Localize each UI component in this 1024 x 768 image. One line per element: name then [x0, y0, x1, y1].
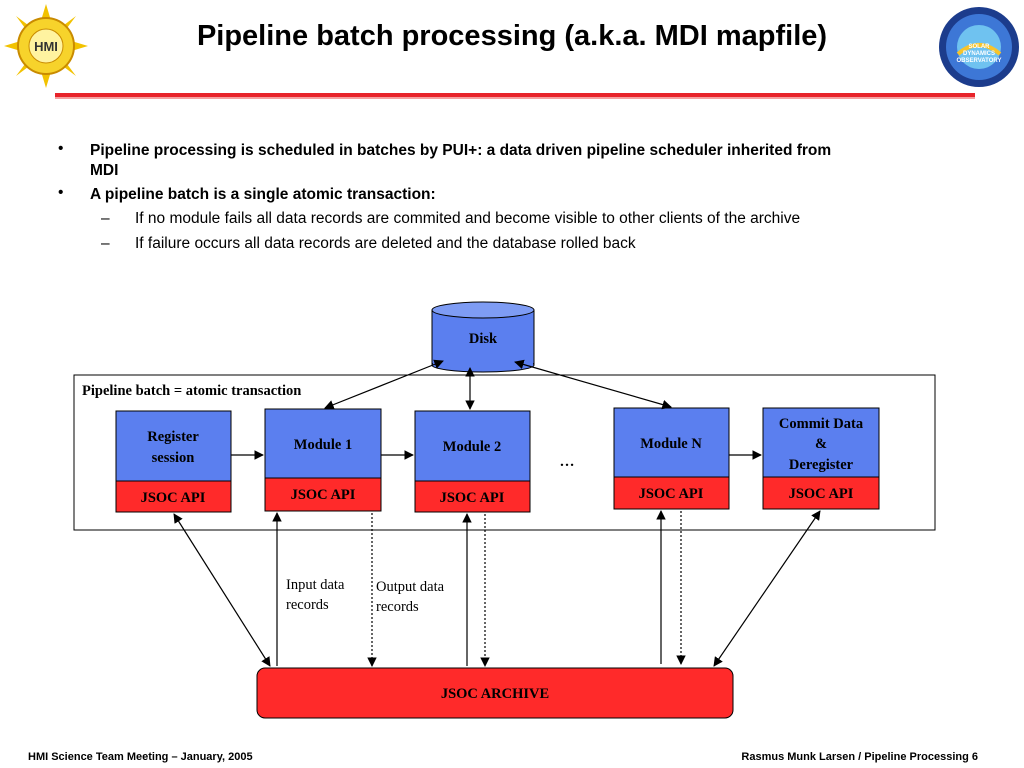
bullet-1-line-2: MDI	[90, 162, 119, 179]
module-1-label: Module 1	[294, 437, 352, 453]
api-box-register	[115, 480, 232, 513]
module-n-box	[613, 407, 730, 478]
sdo-logo-line1: SOLAR	[969, 44, 991, 50]
sdo-logo-line3: OBSERVATORY	[956, 58, 1001, 64]
hmi-logo-icon: HMI	[4, 4, 88, 88]
jsoc-archive-label: JSOC ARCHIVE	[441, 686, 549, 702]
api-label-module-1: JSOC API	[291, 487, 356, 503]
footer-left: HMI Science Team Meeting – January, 2005	[28, 751, 253, 763]
dash-marker: –	[101, 235, 110, 252]
batch-label: Pipeline batch = atomic transaction	[82, 383, 301, 399]
arrow-register-api-archive	[173, 513, 271, 667]
ellipsis-label: …	[560, 454, 575, 470]
slide-title: Pipeline batch processing (a.k.a. MDI ma…	[196, 20, 828, 52]
dash-marker: –	[101, 210, 110, 227]
commit-label-line1: Commit Data	[779, 416, 864, 432]
commit-deregister-box	[762, 407, 880, 478]
input-records-label-line2: records	[286, 597, 329, 613]
bullet-marker: •	[58, 184, 64, 201]
hmi-logo-text: HMI	[34, 39, 58, 54]
api-box-commit	[762, 476, 880, 510]
api-label-commit: JSOC API	[789, 486, 854, 502]
api-box-module-n	[613, 476, 730, 510]
bullet-2: A pipeline batch is a single atomic tran…	[90, 186, 436, 203]
footer-right: Rasmus Munk Larsen / Pipeline Processing…	[741, 751, 978, 763]
arrow-disk-module-n	[514, 359, 672, 410]
api-label-module-2: JSOC API	[440, 490, 505, 506]
api-box-module-1	[264, 477, 382, 512]
header-rule	[55, 93, 975, 99]
disk-cylinder	[431, 301, 535, 373]
bullet-1-line-1: Pipeline processing is scheduled in batc…	[90, 142, 832, 159]
bullet-marker: •	[58, 140, 64, 157]
output-records-label-line1: Output data	[376, 579, 445, 595]
output-records-label-line2: records	[376, 599, 419, 615]
sub-bullet-1: If no module fails all data records are …	[135, 210, 801, 227]
api-label-module-n: JSOC API	[639, 486, 704, 502]
register-label-line2: session	[152, 450, 195, 466]
arrow-disk-module-1	[324, 359, 444, 410]
api-box-module-2	[414, 480, 531, 513]
sub-bullet-2: If failure occurs all data records are d…	[135, 235, 636, 252]
input-records-label-line1: Input data	[286, 577, 345, 593]
module-2-box	[414, 410, 531, 482]
register-session-box	[115, 410, 232, 482]
arrow-commit-api-archive	[713, 510, 821, 667]
jsoc-archive-box	[256, 667, 734, 719]
disk-label: Disk	[469, 331, 498, 347]
sdo-logo-line2: DYNAMICS	[963, 51, 995, 57]
sdo-logo-icon: SOLAR DYNAMICS OBSERVATORY	[939, 7, 1019, 87]
api-label-register: JSOC API	[141, 490, 206, 506]
commit-label-line3: Deregister	[789, 457, 854, 473]
module-2-label: Module 2	[443, 439, 501, 455]
module-n-label: Module N	[640, 436, 702, 452]
register-label-line1: Register	[147, 429, 199, 445]
module-1-box	[264, 408, 382, 479]
commit-label-line2: &	[815, 436, 827, 452]
